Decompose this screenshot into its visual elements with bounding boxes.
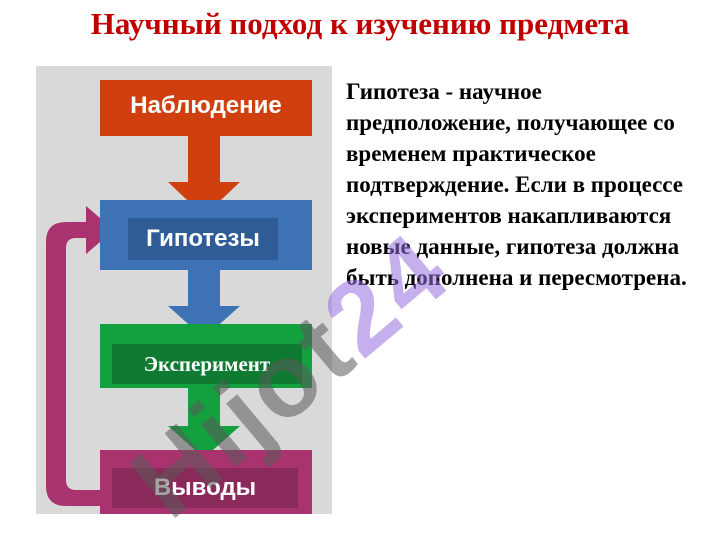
slide-title: Научный подход к изучению предмета bbox=[90, 6, 630, 41]
scientific-method-diagram: Наблюдение Гипотезы Эксперимент Выводы bbox=[36, 66, 332, 514]
box-conclusions-label-bg bbox=[112, 468, 298, 508]
box-hypotheses-label: Гипотезы bbox=[146, 225, 260, 252]
box-conclusions-label: Выводы bbox=[153, 474, 257, 501]
arrow-hypotheses-to-experiment bbox=[168, 270, 240, 338]
box-observation-label: Наблюдение bbox=[130, 92, 282, 119]
box-hypotheses-label-bg bbox=[128, 218, 278, 260]
arrow-observation-to-hypotheses bbox=[168, 136, 240, 216]
box-experiment-label: Эксперимент bbox=[143, 352, 271, 376]
hypothesis-definition-text: Гипотеза - научное предположение, получа… bbox=[346, 79, 687, 290]
arrow-conclusions-to-hypotheses bbox=[46, 206, 116, 506]
arrow-experiment-to-conclusions bbox=[168, 388, 240, 458]
diagram-graphics bbox=[46, 80, 312, 514]
box-observation bbox=[100, 80, 312, 136]
box-experiment-label-bg bbox=[112, 344, 302, 384]
